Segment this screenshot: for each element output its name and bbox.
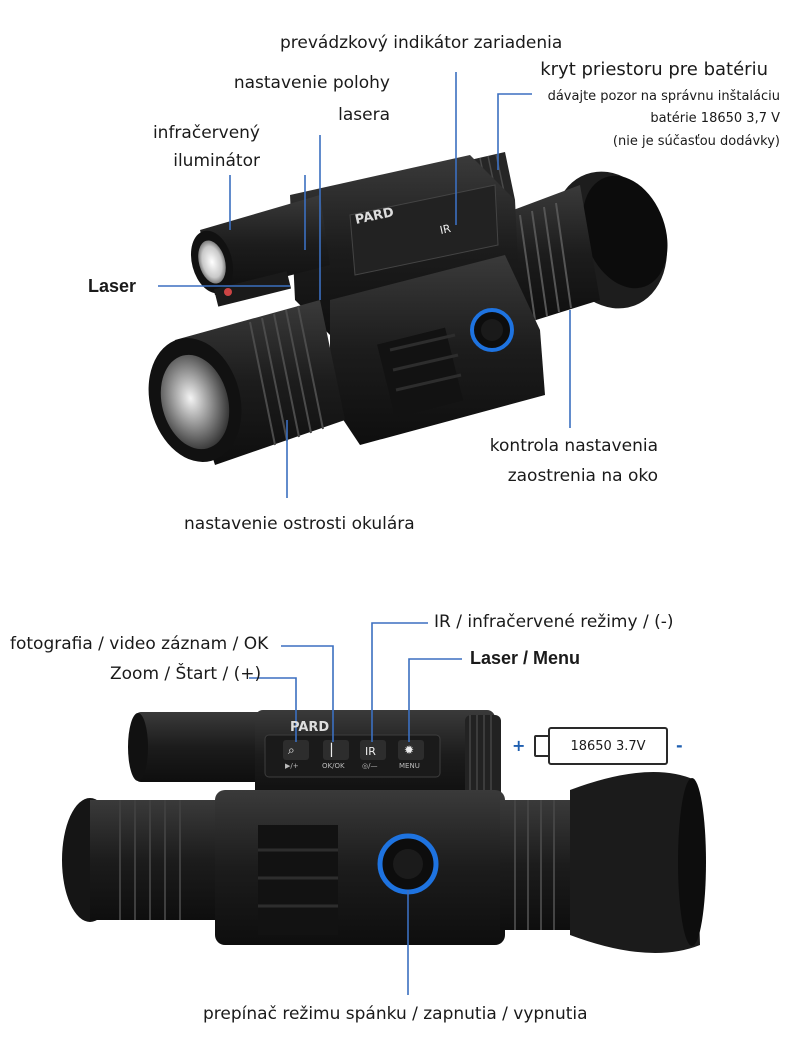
label-battery-note-3: (nie je súčasťou dodávky) bbox=[612, 134, 780, 149]
bottom-zoom-button[interactable]: ⌕ bbox=[288, 743, 295, 757]
top-device bbox=[148, 152, 668, 465]
label-battery-note-2: batérie 18650 3,7 V bbox=[650, 111, 780, 126]
bottom-ir-tube bbox=[135, 712, 265, 782]
bottom-device bbox=[62, 710, 706, 953]
bottom-menu-caption: MENU bbox=[399, 762, 420, 770]
label-ir-illuminator-1: infračervený bbox=[152, 123, 260, 143]
bottom-buttons bbox=[283, 740, 424, 760]
leader-lines bbox=[158, 72, 571, 995]
label-battery-cover: kryt priestoru pre batériu bbox=[540, 59, 768, 80]
bottom-menu-button[interactable]: ✹ bbox=[404, 743, 415, 757]
battery-icon: 18650 3.7V bbox=[548, 727, 668, 765]
top-control-panel bbox=[349, 184, 499, 276]
label-laser: Laser bbox=[88, 276, 137, 296]
label-diopter-1: kontrola nastavenia bbox=[489, 436, 658, 456]
bottom-brand: PARD bbox=[290, 720, 330, 735]
label-photo-video: fotografia / video záznam / OK bbox=[10, 634, 269, 654]
label-laser-position-1: nastavenie polohy bbox=[233, 73, 390, 93]
bottom-eyecup bbox=[570, 772, 700, 953]
label-sleep-power: prepínač režimu spánku / zapnutia / vypn… bbox=[203, 1004, 588, 1024]
label-eyepiece-focus: nastavenie ostrosti okulára bbox=[184, 514, 415, 534]
label-operation-indicator: prevádzkový indikátor zariadenia bbox=[280, 33, 563, 53]
label-ir-modes: IR / infračervené režimy / (-) bbox=[434, 612, 674, 632]
battery-label: 18650 3.7V bbox=[570, 738, 646, 754]
label-diopter-2: zaostrenia na oko bbox=[507, 466, 658, 486]
label-zoom-start: Zoom / Štart / (+) bbox=[110, 664, 262, 684]
label-laser-position-2: lasera bbox=[338, 105, 390, 125]
bottom-ok-button[interactable]: ▏ bbox=[331, 743, 341, 757]
bottom-zoom-caption: ▶/+ bbox=[285, 762, 299, 770]
battery-minus-sign: - bbox=[676, 736, 683, 755]
label-laser-menu: Laser / Menu bbox=[470, 648, 581, 668]
bottom-ir-caption: ◎/— bbox=[362, 762, 378, 770]
bottom-ir-button[interactable]: IR bbox=[365, 745, 376, 758]
label-ir-illuminator-2: iluminátor bbox=[173, 151, 260, 171]
label-battery-note-1: dávajte pozor na správnu inštaláciu bbox=[547, 89, 780, 104]
bottom-ok-caption: OK/OK bbox=[322, 762, 345, 770]
bottom-battery-cap bbox=[465, 715, 501, 800]
battery-plus-sign: + bbox=[512, 736, 526, 755]
